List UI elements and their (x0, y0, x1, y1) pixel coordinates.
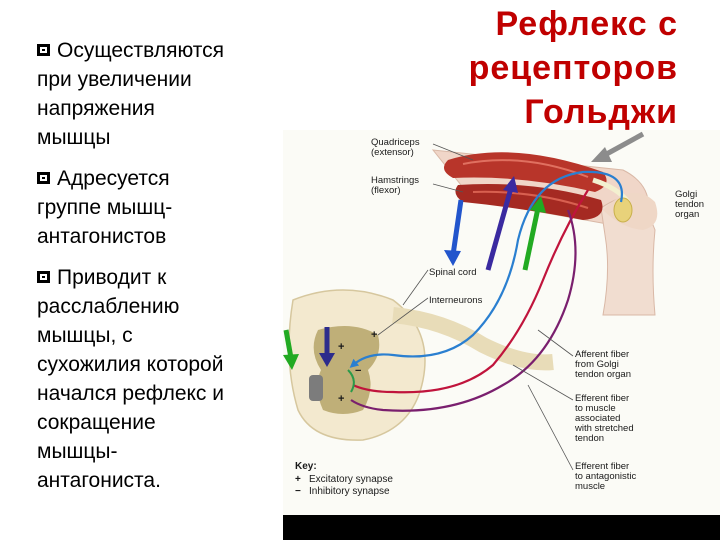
central-canal (309, 375, 323, 401)
bullet-marker-icon (37, 271, 50, 283)
hamstrings-muscle-detail (472, 190, 589, 209)
label-leader-line (527, 384, 574, 471)
efferent-fiber-antagonistic (350, 209, 577, 412)
label-leader-line (537, 329, 574, 357)
key-row-inhibitory: −Inhibitory synapse (295, 486, 390, 497)
quadriceps-muscle (444, 152, 607, 192)
label-leader-line (512, 364, 574, 401)
efferent-antagonistic-label: Efferent fiber to antagonistic muscle (575, 461, 637, 492)
arrow-gray-pointer-icon (591, 131, 645, 162)
interneurons-label: Interneurons (429, 295, 483, 306)
quadriceps-label: Quadriceps (extensor) (371, 137, 420, 158)
golgi-tendon-organ-label: Golgi tendon organ (675, 189, 705, 220)
synapse-mark: + (371, 329, 377, 341)
label-leader-line (432, 183, 464, 193)
bullet-item: Осуществляются при увеличении напряжения… (37, 36, 277, 152)
title-line-2: рецепторов (468, 49, 678, 87)
synapse-mark: + (338, 341, 344, 353)
label-leader-line (377, 297, 429, 336)
synapse-mark: + (338, 393, 344, 405)
key-text: Excitatory synapse (309, 474, 393, 485)
arrow-up-green-icon (522, 196, 546, 271)
bullet-text-line: Приводит к (57, 266, 167, 289)
inhibitory-symbol: − (295, 486, 301, 497)
spinal-cord-label: Spinal cord (429, 267, 477, 278)
bullet-text-line: мышцы (37, 126, 111, 149)
bullet-text-line: мышцы- (37, 440, 118, 463)
slide-title: Рефлекс с рецепторов Гольджи (408, 2, 678, 134)
bullet-text-line: Осуществляются (57, 39, 225, 62)
title-line-3: Гольджи (524, 93, 678, 131)
hamstrings-muscle (455, 184, 603, 220)
bullet-item: Адресуется группе мышц- антагонистов (37, 164, 277, 251)
synapse-mark: − (355, 365, 361, 377)
key-row-excitatory: + Excitatory synapse (295, 474, 393, 485)
bullet-text-line: мышцы, с (37, 324, 133, 347)
bullet-text-line: напряжения (37, 97, 155, 120)
bullet-text-line: сокращение (37, 411, 156, 434)
bullet-text-line: при увеличении (37, 68, 192, 91)
bullet-marker-icon (37, 172, 50, 184)
afferent-fiber-label: Afferent fiber from Golgi tendon organ (575, 349, 631, 380)
hamstrings-label: Hamstrings (flexor) (371, 175, 420, 196)
arrow-down-green-icon (283, 329, 299, 370)
golgi-tendon-organ (613, 197, 633, 223)
interneuron-fiber (347, 369, 355, 393)
bullet-text-line: сухожилия которой (37, 353, 224, 376)
gray-matter (313, 326, 380, 414)
arrow-down-navy-icon (319, 327, 335, 367)
bullet-text-line: антагонистов (37, 225, 167, 248)
arrow-down-blue-icon (444, 199, 464, 266)
key-title: Key: (295, 461, 317, 472)
figure-bottom-band (283, 515, 720, 540)
reflex-diagram-svg: + + − + (283, 131, 658, 471)
afferent-fiber (349, 170, 624, 368)
bullet-text-line: антагониста. (37, 469, 161, 492)
bullet-text-line: расслаблению (37, 295, 180, 318)
label-leader-line (402, 269, 429, 306)
title-line-1: Рефлекс с (495, 5, 678, 43)
quadriceps-muscle-detail (462, 159, 589, 178)
bullet-list: Осуществляются при увеличении напряжения… (37, 36, 277, 507)
efferent-stretched-label: Efferent fiber to muscle associated with… (575, 393, 634, 444)
bullet-item: Приводит к расслаблению мышцы, с сухожил… (37, 263, 277, 495)
bullet-text-line: начался рефлекс и (37, 382, 224, 405)
golgi-reflex-illustration: + + − + Quadriceps (extensor) Hamstrings… (283, 130, 720, 515)
bullet-text-line: Адресуется (57, 167, 170, 190)
excitatory-symbol: + (295, 474, 301, 485)
bullet-marker-icon (37, 44, 50, 56)
label-leader-line (432, 143, 474, 161)
bullet-text-line: группе мышц- (37, 196, 173, 219)
efferent-fiber-stretched (352, 189, 589, 394)
key-text: Inhibitory synapse (309, 486, 390, 497)
arrow-up-indigo-icon (485, 176, 518, 271)
